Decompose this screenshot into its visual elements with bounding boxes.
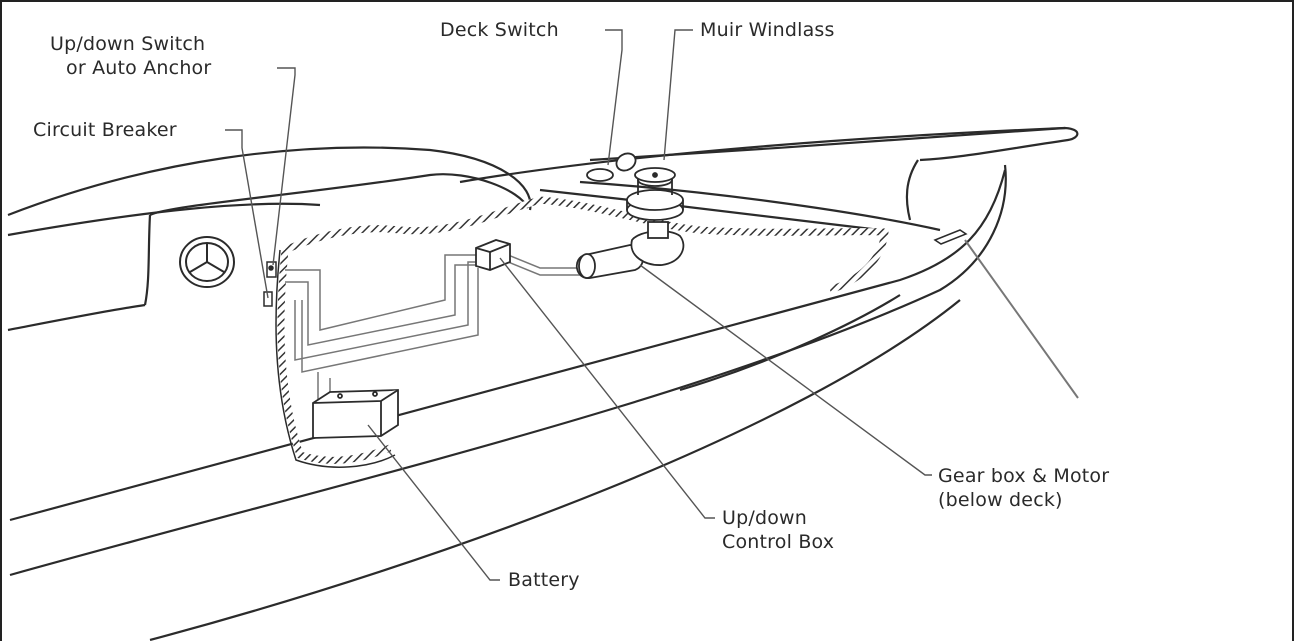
motor-shape bbox=[576, 221, 685, 279]
label-control-box-line2: Control Box bbox=[722, 531, 835, 553]
label-circuit-breaker: Circuit Breaker bbox=[33, 119, 177, 141]
cutaway-section bbox=[275, 196, 889, 468]
label-gear-box-motor: Gear box & Motor (below deck) bbox=[938, 464, 1109, 512]
label-control-box-line1: Up/down bbox=[722, 507, 808, 529]
label-up-down-switch-line2: or Auto Anchor bbox=[66, 57, 212, 79]
switch-shapes bbox=[263, 261, 277, 307]
battery-shape bbox=[312, 389, 399, 439]
control-box-shape bbox=[475, 239, 511, 271]
label-gear-box-line1: Gear box & Motor bbox=[938, 465, 1110, 487]
label-battery: Battery bbox=[508, 569, 580, 591]
label-control-box: Up/down Control Box bbox=[722, 506, 834, 554]
label-deck-switch: Deck Switch bbox=[440, 19, 559, 41]
anchor-rode bbox=[964, 239, 1079, 399]
deck-switch-shape bbox=[586, 152, 637, 182]
label-gear-box-line2: (below deck) bbox=[938, 489, 1063, 511]
leader-lines bbox=[225, 29, 932, 581]
porthole bbox=[179, 236, 235, 288]
windlass-shape bbox=[626, 167, 684, 221]
label-up-down-switch: Up/down Switch or Auto Anchor bbox=[50, 32, 211, 80]
label-muir-windlass: Muir Windlass bbox=[700, 19, 835, 41]
label-up-down-switch-line1: Up/down Switch bbox=[50, 33, 206, 55]
chock-shape bbox=[933, 229, 968, 245]
hull-outline bbox=[7, 126, 1079, 641]
